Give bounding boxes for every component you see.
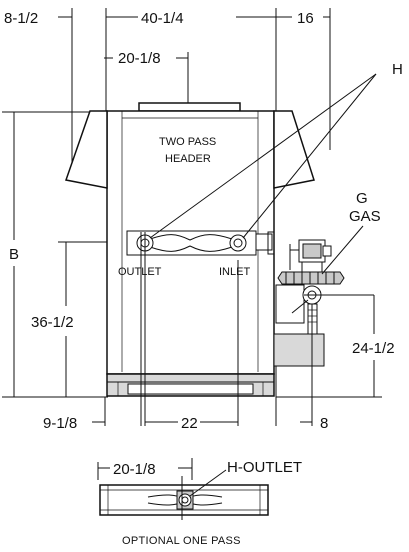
gas-height-dimension: [275, 295, 382, 426]
dim-top-right: 16: [297, 10, 314, 27]
outlet-fitting: [136, 232, 154, 426]
label-h: H: [392, 61, 403, 78]
caption-optional-one-pass: OPTIONAL ONE PASS: [122, 535, 241, 547]
dim-bottom-left: 9-1/8: [43, 415, 77, 432]
h-outlet-leader-line: [189, 469, 227, 497]
outlet-label: OUTLET: [118, 266, 162, 278]
header-label: HEADER: [165, 153, 211, 165]
one-pass-header: [99, 476, 269, 520]
dim-top-left: 8-1/2: [4, 10, 38, 27]
dim-height-b: B: [9, 246, 19, 263]
dim-top-width: 40-1/4: [141, 10, 184, 27]
top-dimension-lines: [58, 8, 331, 168]
bottom-dimension-lines: [92, 260, 312, 426]
gas-leader-line: [321, 225, 364, 275]
label-g: G: [356, 190, 368, 207]
dim-bottom-mid: 22: [181, 415, 198, 432]
dim-connection-height: 36-1/2: [31, 314, 74, 331]
dim-bottom-right: 8: [320, 415, 328, 432]
label-h-outlet: H-OUTLET: [227, 459, 302, 476]
inlet-fitting: [229, 234, 247, 252]
one-pass-dimension: [97, 458, 193, 480]
inlet-label: INLET: [219, 266, 250, 278]
label-gas: GAS: [349, 208, 381, 225]
dim-header-offset: 20-1/8: [118, 50, 161, 67]
h-leader-lines: [149, 73, 377, 239]
two-pass-label: TWO PASS: [159, 136, 216, 148]
dim-one-pass-offset: 20-1/8: [113, 461, 156, 478]
dim-gas-height: 24-1/2: [352, 340, 395, 357]
